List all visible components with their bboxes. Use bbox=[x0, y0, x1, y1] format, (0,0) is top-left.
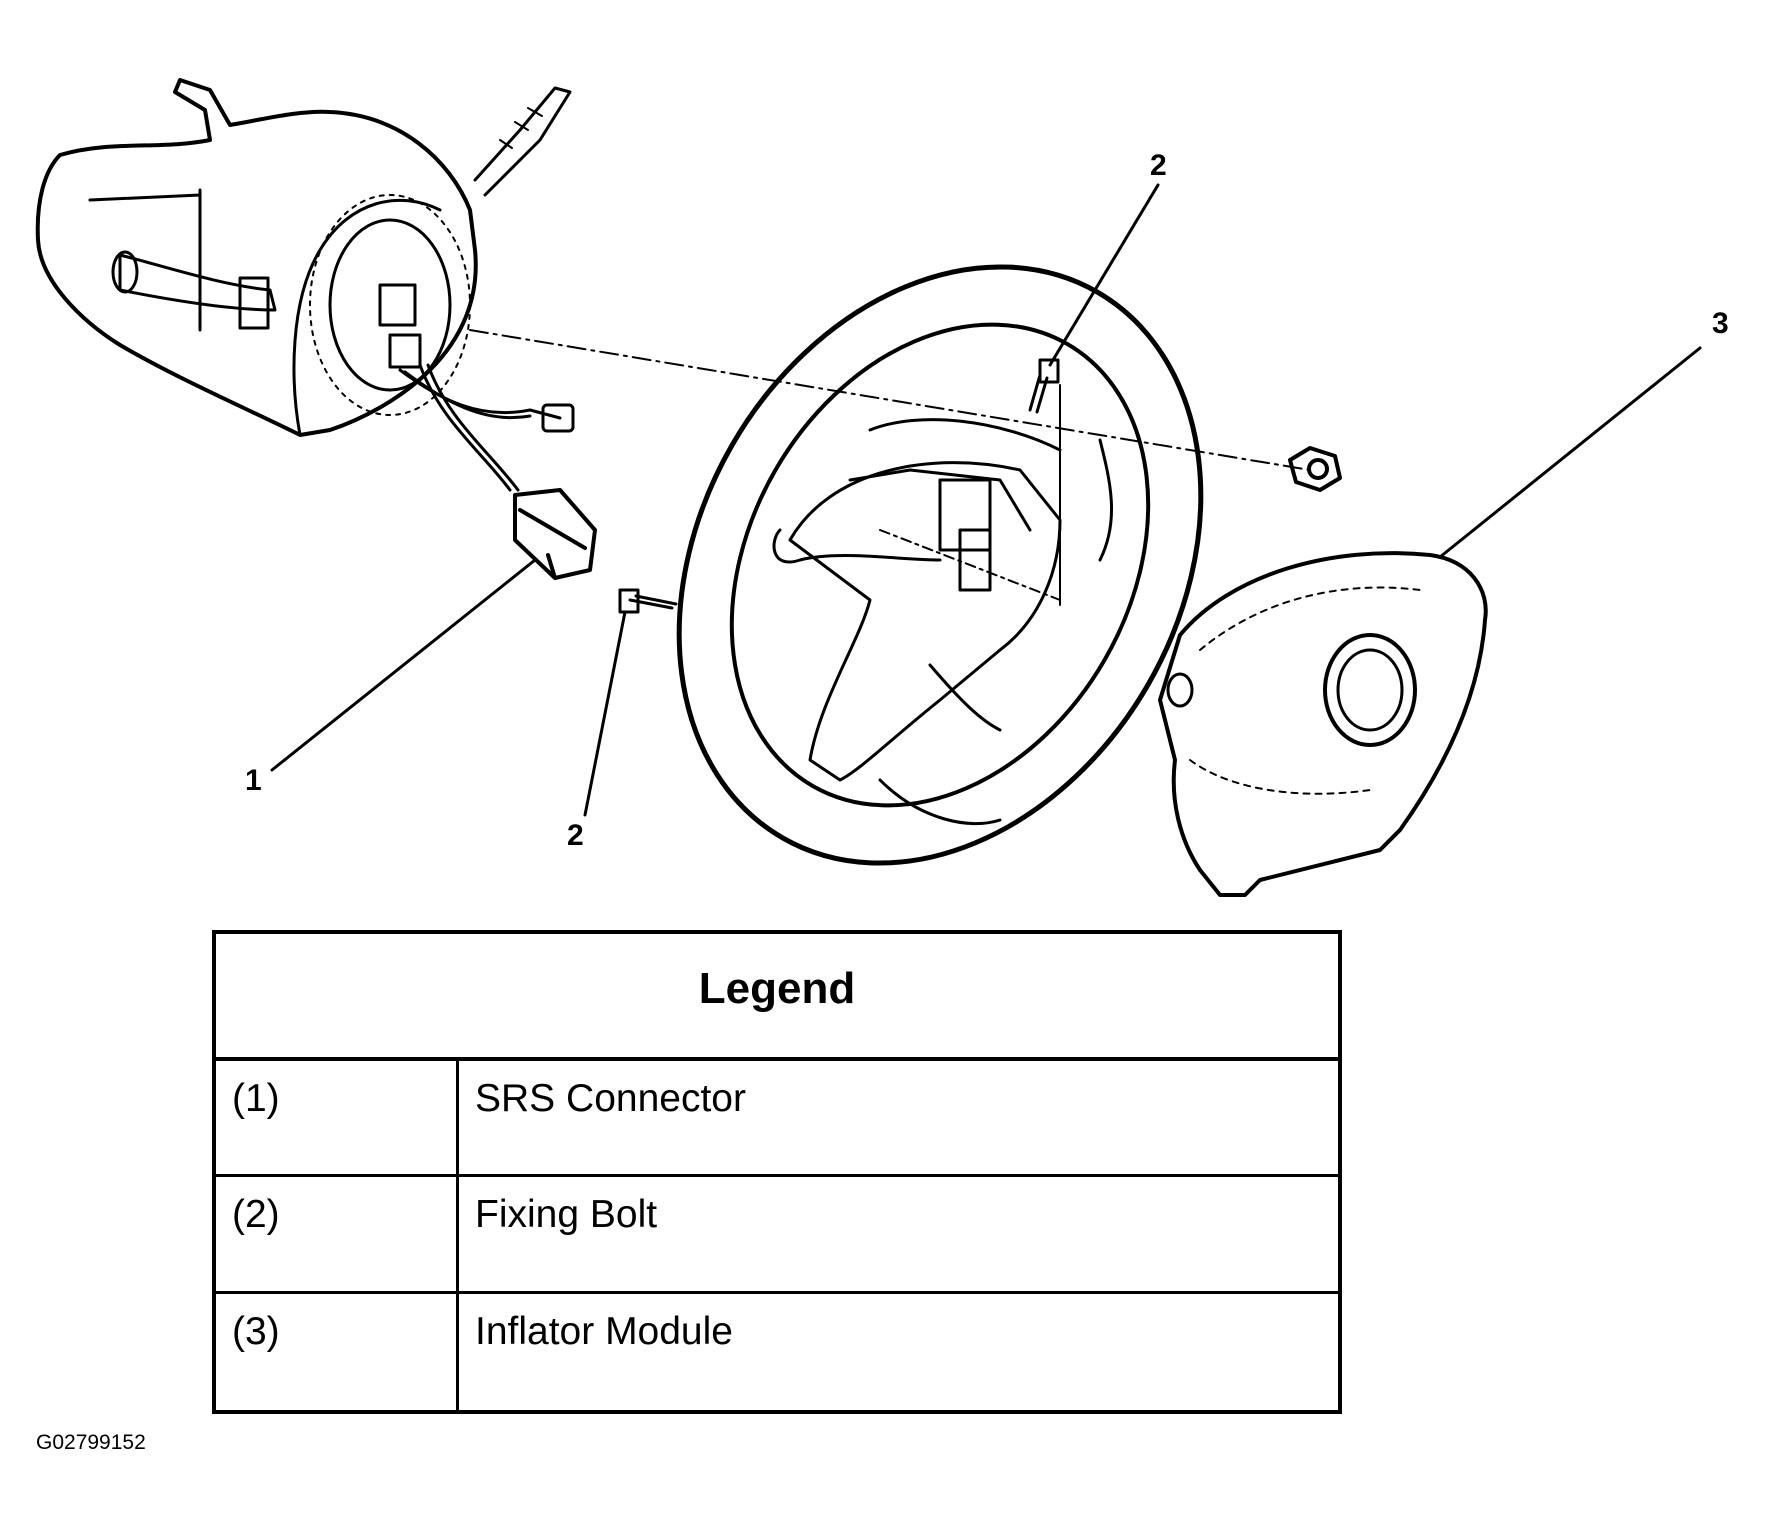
legend-row-2-description: Fixing Bolt bbox=[459, 1177, 1338, 1294]
legend-table: Legend (1) SRS Connector (2) Fixing Bolt… bbox=[212, 930, 1342, 1414]
leader-line-2-bottom bbox=[583, 610, 627, 817]
leader-line-3 bbox=[1438, 346, 1702, 559]
bolt-axis-line bbox=[879, 529, 1061, 601]
callout-1: 1 bbox=[245, 764, 262, 797]
legend-row-2-number: (2) bbox=[216, 1177, 459, 1294]
steering-column-assembly bbox=[35, 78, 572, 437]
nut bbox=[1288, 446, 1342, 492]
legend-row-1-description: SRS Connector bbox=[459, 1061, 1338, 1178]
legend-row-1-number: (1) bbox=[216, 1061, 459, 1178]
figure-id: G02799152 bbox=[36, 1431, 146, 1454]
leader-line-2-top bbox=[1048, 183, 1160, 367]
srs-wire-harness bbox=[398, 363, 575, 492]
exploded-view-diagram: 1 2 2 3 bbox=[35, 78, 1729, 897]
callout-3: 3 bbox=[1712, 307, 1729, 340]
steering-wheel bbox=[676, 264, 1204, 866]
assembly-axis-line bbox=[469, 329, 1311, 471]
fixing-bolt-bottom bbox=[618, 588, 678, 614]
leader-line-1 bbox=[270, 558, 537, 772]
legend-row-3-description: Inflator Module bbox=[475, 1309, 733, 1353]
fixing-bolt-top bbox=[1028, 358, 1060, 414]
inflator-module bbox=[1158, 551, 1488, 897]
legend-title: Legend bbox=[216, 934, 1338, 1061]
legend-row-3-number: (3) bbox=[216, 1293, 459, 1410]
callout-2-top: 2 bbox=[1150, 149, 1167, 182]
srs-connector bbox=[513, 488, 597, 580]
callout-2-bottom: 2 bbox=[567, 819, 584, 852]
